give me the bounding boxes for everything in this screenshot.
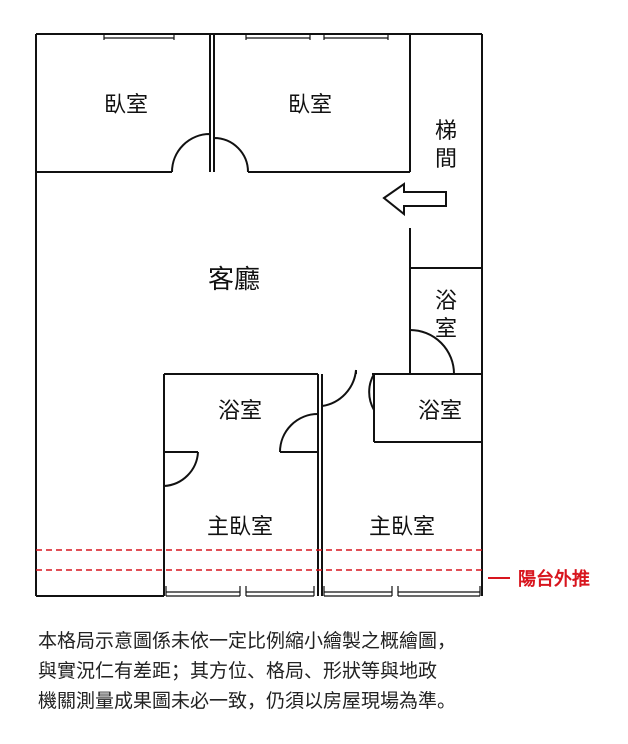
label-bedroom-left: 臥室 xyxy=(104,93,148,118)
label-living-room: 客廳 xyxy=(208,265,260,295)
door-bedroom-right xyxy=(213,136,249,173)
floor-plan: 臥室 臥室 梯 間 客廳 浴 室 浴室 浴室 主臥室 主臥室 陽台外推 xyxy=(35,33,590,597)
label-bath-right-1: 浴 xyxy=(435,289,457,314)
disclaimer-line-1: 本格局示意圖係未依一定比例縮小繪製之概繪圖， xyxy=(38,630,457,652)
disclaimer: 本格局示意圖係未依一定比例縮小繪製之概繪圖， 與實況仁有差距；其方位、格局、形狀… xyxy=(38,626,598,716)
label-bath-right-2: 室 xyxy=(435,317,457,342)
label-bath-center: 浴室 xyxy=(218,399,262,424)
label-bath-small: 浴室 xyxy=(418,399,462,424)
stairs-arrow-icon xyxy=(382,182,447,217)
door-master-left xyxy=(163,451,199,487)
disclaimer-line-3: 機關測量成果圖未必一致，仍須以房屋現場為準。 xyxy=(38,690,457,712)
door-bath-small xyxy=(368,373,375,411)
disclaimer-line-2: 與實況仁有差距；其方位、格局、形狀等與地政 xyxy=(38,660,438,682)
label-bedroom-right: 臥室 xyxy=(288,93,332,118)
label-balcony-note: 陽台外推 xyxy=(518,568,590,590)
label-master-bedroom-right: 主臥室 xyxy=(369,515,435,540)
label-stairs-2: 間 xyxy=(435,147,457,172)
label-stairs-1: 梯 xyxy=(435,119,457,144)
door-corridor xyxy=(321,369,357,407)
door-bath-center xyxy=(279,413,319,453)
door-bath-right xyxy=(409,329,455,375)
label-master-bedroom-left: 主臥室 xyxy=(207,515,273,540)
door-bedroom-left xyxy=(171,132,211,173)
